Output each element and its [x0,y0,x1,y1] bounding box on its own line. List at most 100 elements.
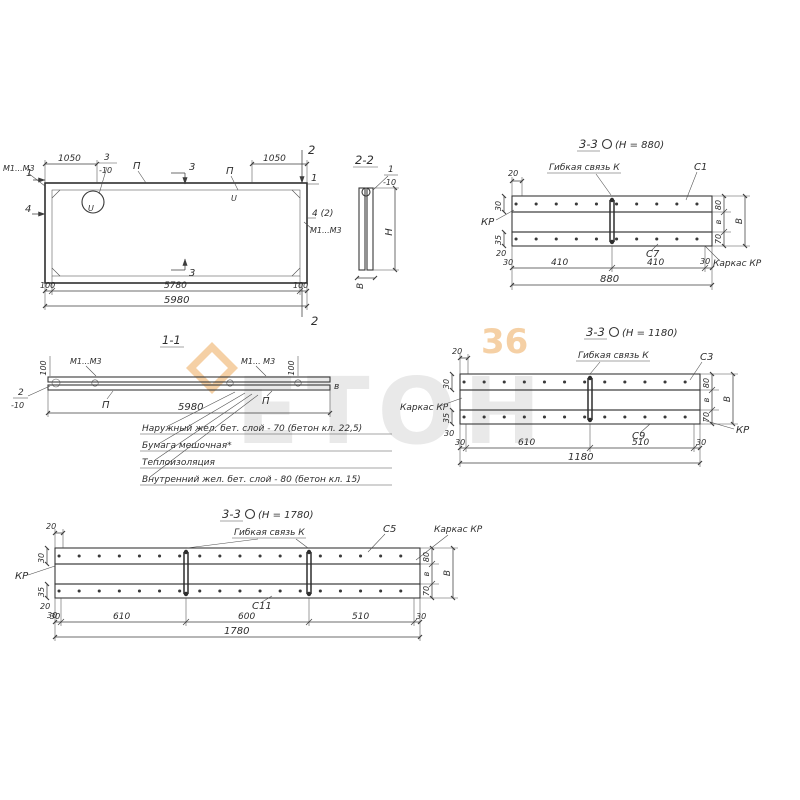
s11-m1m3-right: М1... М3 [241,357,275,366]
section-3-3-1780: 3-3 (Н = 1780) Гибкая связь К С5 Каркас … [15,507,483,641]
s1180-dim-30-bl: 30 [444,429,454,438]
plan-mark-2-top: 2 [308,143,315,157]
s1180-mesh-top: С3 [700,352,713,363]
s1780-karkas-label: Каркас КР [434,525,483,535]
s11-dim-100-left: 100 [39,360,48,375]
s880-dim-v-small: в [714,219,723,224]
s880-dim-35-left: 35 [494,235,503,245]
plan-mark-3-top: 3 [189,162,195,173]
s1780-dim-80: 80 [422,552,431,562]
plan-dim-5980: 5980 [164,295,189,306]
s880-karkas-label: Каркас КР [713,259,762,269]
s880-tie-label: Гибкая связь К [549,163,620,173]
s1180-kr-label: КР [736,425,750,436]
s1780-dim-v-big: В [443,570,453,576]
s1780-dim-30b: 30 [416,612,426,621]
s1180-dim-35-left: 35 [442,413,451,423]
s880-mesh-top: С1 [694,162,707,173]
section-2-2-height-label: Н [384,228,395,236]
plan-p-right: П [226,166,234,177]
plan-mark-1-left: 1 [26,168,32,179]
s880-dim-30-right: 30 [700,257,710,266]
plan-dim-1050-right: 1050 [263,154,286,164]
s880-dim-30-left: 30 [494,201,503,211]
s1180-dim-v-big: В [723,396,733,402]
s1780-dim-70: 70 [422,586,431,596]
section-1-1: 1-1 100 100 М1...М3 М1... М3 2 -10 П П 5… [11,333,339,417]
s11-dim-100-right: 100 [287,360,296,375]
plan-mark-4-left: 4 [25,204,31,215]
plan-detail-num: 3 [104,153,110,163]
material-line-3: Теплоизоляция [142,458,215,468]
s1780-mesh-top: С5 [383,524,396,535]
s11-m1m3-left: М1...М3 [70,357,102,366]
s880-dim-410a: 410 [551,258,568,268]
plan-dim-1050-left: 1050 [58,154,81,164]
s11-p-left: П [102,400,110,411]
plan-m1m3-left: М1...М3 [3,164,35,173]
plan-u-mark-2: U [231,194,237,203]
plan-u-mark: U [88,204,94,213]
s880-kr-label: КР [481,217,495,228]
s1180-dim-30a: 30 [455,438,465,447]
s1180-dim-total: 1180 [568,452,593,463]
s1180-title-name: 3-3 [586,325,605,339]
s880-dim-20-bl: 20 [496,249,506,258]
s1180-dim-70: 70 [702,412,711,422]
s880-dim-70: 70 [714,234,723,244]
s1180-mesh-bottom: С9 [632,431,645,442]
s1780-title-height: (Н = 1780) [258,510,314,521]
s1780-dim-30-left: 30 [37,553,46,563]
s1180-karkas-label: Каркас КР [400,403,449,413]
s1180-dim-v-small: в [702,397,711,402]
plan-dim-100-right: 100 [293,281,308,290]
s1180-tie-label: Гибкая связь К [578,351,649,361]
s1780-dim-600: 600 [238,612,255,622]
watermark-diamond-inner [196,352,228,384]
plan-mark-4-right: 4 (2) [312,209,333,219]
s1180-dim-30-left: 30 [442,379,451,389]
section-2-2-detail-num: 1 [388,165,394,175]
section-3-3-1180: 3-3 (Н = 1180) Гибкая связь К С3 Каркас … [400,325,750,467]
watermark-logo: 36 ЕТОН [186,322,541,465]
plan-mark-2-bottom: 2 [311,314,318,328]
section-2-2-width-label: В [356,283,366,289]
plan-detail-den: -10 [99,166,112,175]
plan-dim-5780: 5780 [164,281,187,291]
s1180-title-height: (Н = 1180) [622,328,678,339]
s1780-dim-610: 610 [113,612,130,622]
section-1-1-title: 1-1 [162,333,181,347]
s11-width-label: в [334,382,339,392]
watermark-accent-text: 36 [481,322,528,362]
s1780-dim-30a: 30 [50,612,60,621]
s1780-dim-30-bl: 30 [47,611,57,620]
s1780-tie-label: Гибкая связь К [234,528,305,538]
s1780-dim-20-top: 20 [46,522,56,531]
section-2-2: 2-2 1 -10 Н В [353,153,399,289]
material-line-1: Наружный жел. бет. слой - 70 (бетон кл. … [142,424,362,434]
watermark-diamond-icon [186,342,238,394]
s1780-mesh-bottom: С11 [252,601,272,612]
section-2-2-title: 2-2 [355,153,374,167]
s11-detail-num: 2 [18,388,24,398]
s11-p-right: П [262,396,270,407]
plan-mark-1-right: 1 [311,173,317,184]
section-3-3-880: 3-3 (Н = 880) Гибкая связь К С1 КР Карка… [481,137,762,290]
s1180-dim-510: 510 [632,438,649,448]
plan-view: 3 -10 U U 1050 1050 1 1 2 2 3 3 4 4 (2) … [3,143,342,328]
s880-title-name: 3-3 [579,137,598,151]
s880-dim-v-big: В [735,218,745,224]
s1780-dim-v-small: в [422,571,431,576]
material-line-4: Внутренний жел. бет. слой - 80 (бетон кл… [142,475,361,485]
plan-m1m3-right: М1...М3 [310,226,342,235]
s1780-dim-20-bl: 20 [40,602,50,611]
s880-dim-410b: 410 [647,258,664,268]
s1780-title-name: 3-3 [222,507,241,521]
material-line-2: Бумага мешочная* [142,441,232,451]
section-2-2-detail-den: -10 [383,178,396,187]
s11-detail-den: -10 [11,401,24,410]
s1180-dim-610: 610 [518,438,535,448]
s11-dim-5980: 5980 [178,402,203,413]
